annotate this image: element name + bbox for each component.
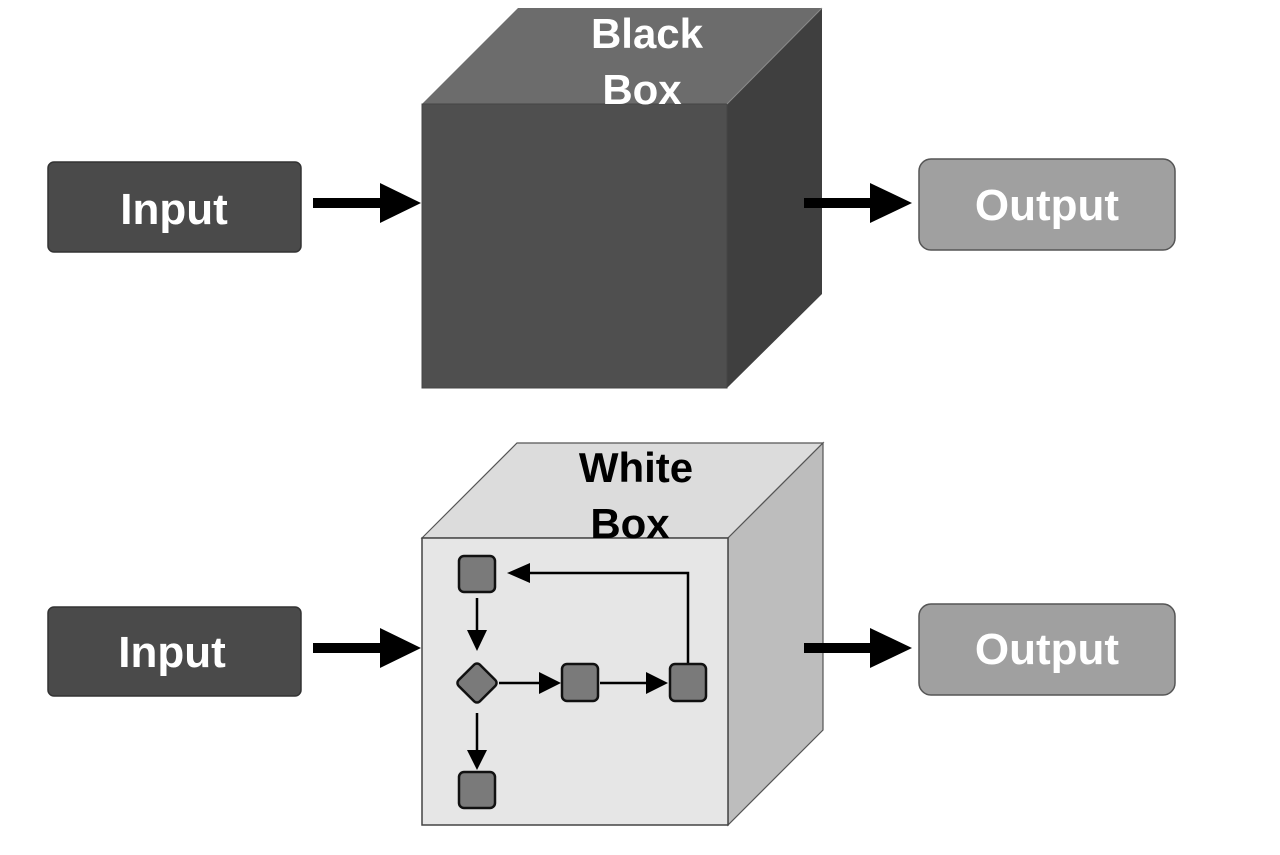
internal-flowchart xyxy=(456,554,708,810)
black-box-side-face xyxy=(727,8,822,388)
black-box-front-face xyxy=(421,103,728,389)
input-box-bottom: Input xyxy=(47,606,302,697)
arrow-white-box-to-output xyxy=(804,628,912,668)
arrow-black-box-to-output xyxy=(804,183,912,223)
input-label: Input xyxy=(120,185,228,234)
arrow-input-to-white-box xyxy=(313,628,421,668)
flow-edge-decision-to-process-a xyxy=(499,672,561,694)
output-box-top: Output xyxy=(918,158,1176,251)
input-box-top: Input xyxy=(47,161,302,253)
input-label: Input xyxy=(118,628,226,677)
black-box-label-line2: Box xyxy=(602,66,682,113)
flow-edge-process-b-to-start xyxy=(507,563,690,663)
output-label: Output xyxy=(975,625,1120,674)
flow-node-decision xyxy=(456,662,498,704)
black-box-label-line1: Black xyxy=(591,10,704,57)
flow-edge-decision-to-end xyxy=(467,713,487,770)
black-box-cube: Black Box xyxy=(421,7,823,389)
white-box-cube: White Box xyxy=(420,441,825,827)
arrow-input-to-black-box xyxy=(313,183,421,223)
flow-node-process-b xyxy=(668,662,708,703)
flow-edge-start-to-decision xyxy=(467,598,487,651)
flow-node-process-a xyxy=(560,662,600,703)
white-box-label-line1: White xyxy=(579,444,693,491)
white-box-label-line2: Box xyxy=(590,500,670,547)
flow-node-end xyxy=(457,770,497,810)
output-box-bottom: Output xyxy=(918,603,1176,696)
flow-node-start xyxy=(457,554,497,594)
white-box-row: Input White Box xyxy=(47,441,1176,827)
flow-edge-process-a-to-process-b xyxy=(600,672,668,694)
black-box-top-face xyxy=(422,8,822,104)
output-label: Output xyxy=(975,181,1120,230)
black-box-row: Input Black Box Output xyxy=(47,7,1176,389)
